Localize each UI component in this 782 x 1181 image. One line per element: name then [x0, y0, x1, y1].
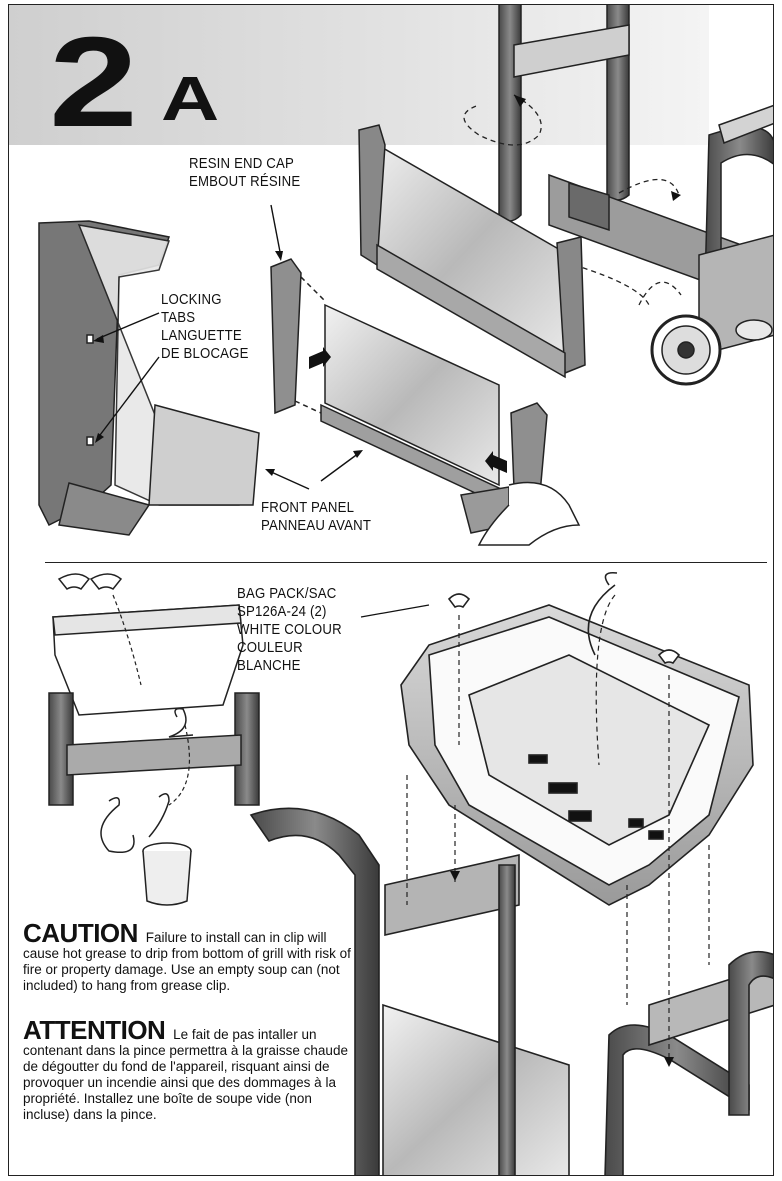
resin-end-cap-label: RESIN END CAP EMBOUT RÉSINE [189, 155, 301, 190]
assembled-front-panel [358, 124, 586, 379]
attention-note: ATTENTION Le fait de pas intaller un con… [23, 1017, 353, 1123]
instruction-page: 2 A RESIN END CAP EMBOUT RÉSINE LOCKING … [8, 4, 774, 1176]
drop-guide-lines [406, 594, 710, 1065]
caution-text: Failure to install can in clip will caus… [23, 930, 351, 993]
caution-title: CAUTION [23, 918, 138, 948]
grease-tray-detail [48, 573, 260, 906]
locking-tabs-label: LOCKING TABS LANGUETTE DE BLOCAGE [161, 291, 249, 362]
end-cap-detail [38, 220, 260, 536]
front-panel-label: FRONT PANEL PANNEAU AVANT [261, 499, 372, 534]
step-number: 2 [49, 11, 138, 154]
grease-tray-install [249, 571, 773, 1175]
exploded-front-panel [270, 258, 581, 546]
caution-note: CAUTION Failure to install can in clip w… [23, 920, 353, 994]
step-letter: A [161, 65, 220, 134]
attention-text: Le fait de pas intaller un contenant dan… [23, 1027, 348, 1122]
bag-pack-label: BAG PACK/SAC SP126A-24 (2) WHITE COLOUR … [237, 585, 342, 674]
attention-title: ATTENTION [23, 1015, 166, 1045]
assembly-illustration [38, 5, 773, 1175]
step-header-band [9, 5, 709, 145]
section-divider [45, 562, 767, 563]
